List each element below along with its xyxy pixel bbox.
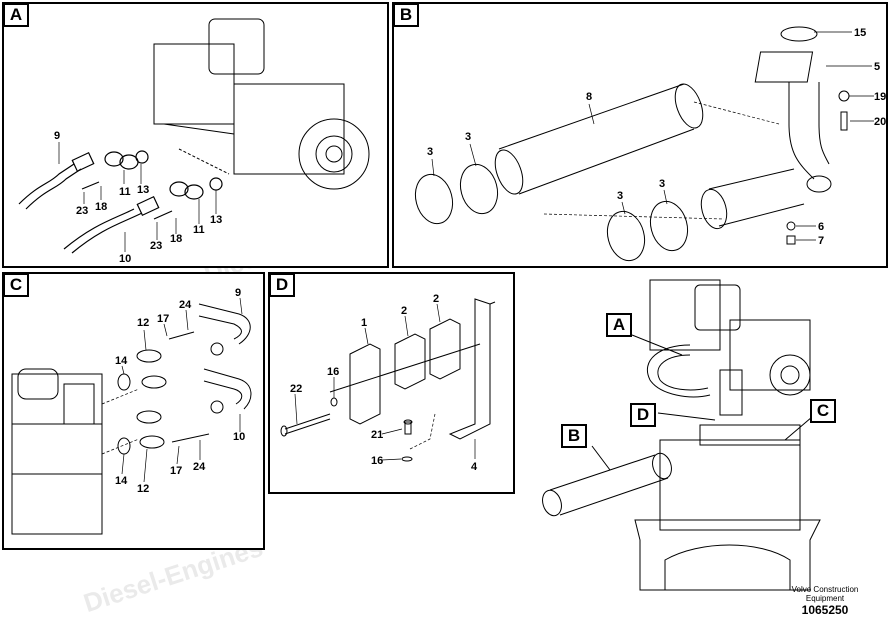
panel-d-drawing: 1 2 2 22 16 21 16 4 xyxy=(280,293,496,473)
panel-b: B xyxy=(392,2,888,268)
label-12: 12 xyxy=(137,317,149,329)
label-23: 23 xyxy=(76,205,88,217)
label-17: 17 xyxy=(157,313,169,325)
label-21: 21 xyxy=(371,429,383,441)
label-13: 13 xyxy=(137,184,149,196)
label-11: 11 xyxy=(193,224,205,236)
label-15: 15 xyxy=(854,27,866,39)
drawing-number: 1065250 xyxy=(801,603,849,617)
label-17: 17 xyxy=(170,465,182,477)
label-22: 22 xyxy=(290,383,302,395)
panel-d: D xyxy=(268,272,515,494)
panel-tag-d: D xyxy=(269,273,295,297)
label-6: 6 xyxy=(818,221,824,233)
label-16: 16 xyxy=(371,455,383,467)
label-3: 3 xyxy=(617,190,623,202)
label-10: 10 xyxy=(119,253,131,265)
pump-flange xyxy=(298,118,370,190)
label-14: 14 xyxy=(115,475,128,487)
callout-a: A xyxy=(606,313,632,337)
label-18: 18 xyxy=(170,233,182,245)
label-11: 11 xyxy=(119,186,131,198)
label-9: 9 xyxy=(54,130,60,142)
company-line-1: Volvo Construction xyxy=(791,585,859,594)
panel-a-drawing: 9 11 13 23 18 11 13 23 18 10 xyxy=(18,18,370,265)
label-12: 12 xyxy=(137,483,149,495)
label-20: 20 xyxy=(874,116,886,128)
label-3: 3 xyxy=(659,178,665,190)
label-2: 2 xyxy=(401,305,407,317)
panel-b-drawing: 15 5 19 20 8 3 3 3 3 6 7 xyxy=(414,26,886,262)
panel-tag-a: A xyxy=(3,3,29,27)
label-10: 10 xyxy=(233,431,245,443)
label-24: 24 xyxy=(193,461,206,473)
callout-d: D xyxy=(630,403,656,427)
label-23: 23 xyxy=(150,240,162,252)
label-1: 1 xyxy=(361,317,367,329)
pump-cap xyxy=(208,18,265,75)
label-3: 3 xyxy=(465,131,471,143)
company-line-2: Equipment xyxy=(805,594,845,603)
label-7: 7 xyxy=(818,235,824,247)
footer: Volvo Construction Equipment 1065250 xyxy=(770,585,880,617)
panel-tag-c: C xyxy=(3,273,29,297)
callout-b: B xyxy=(561,424,587,448)
label-5: 5 xyxy=(874,61,880,73)
label-9: 9 xyxy=(235,287,241,299)
pump-housing xyxy=(153,43,235,125)
label-8: 8 xyxy=(586,91,592,103)
pump-body xyxy=(233,83,345,175)
label-13: 13 xyxy=(210,214,222,226)
label-19: 19 xyxy=(874,91,886,103)
label-16: 16 xyxy=(327,366,339,378)
panel-a: A xyxy=(2,2,389,268)
label-14: 14 xyxy=(115,355,128,367)
panel-c-drawing: 9 24 17 12 14 10 14 12 17 24 xyxy=(11,287,252,535)
label-24: 24 xyxy=(179,299,192,311)
label-3: 3 xyxy=(427,146,433,158)
callout-c: C xyxy=(810,399,836,423)
label-2: 2 xyxy=(433,293,439,305)
label-4: 4 xyxy=(471,461,478,473)
label-18: 18 xyxy=(95,201,107,213)
panel-tag-b: B xyxy=(393,3,419,27)
panel-c: C xyxy=(2,272,265,550)
